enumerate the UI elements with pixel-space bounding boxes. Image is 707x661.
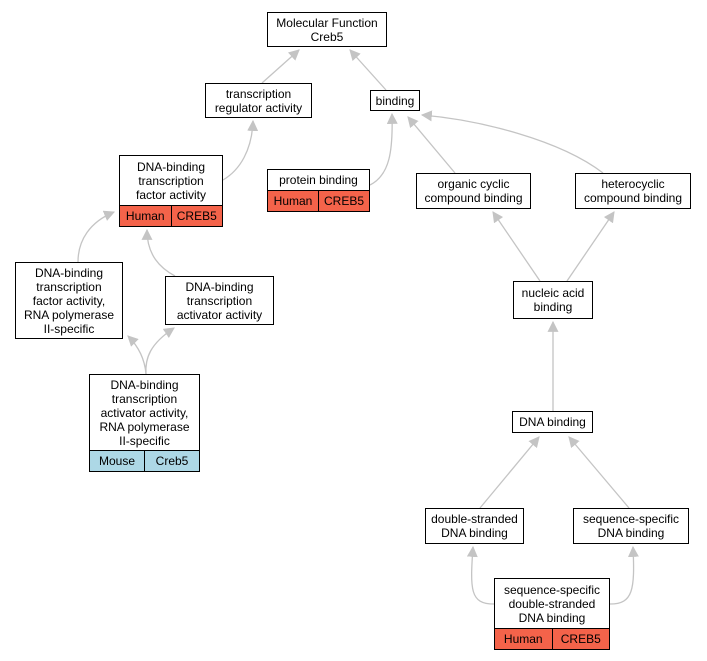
node-dna-binding-transcription-factor-activity[interactable]: DNA-binding transcription factor activit…: [119, 155, 223, 227]
node-label: DNA-binding transcription activator acti…: [99, 377, 190, 448]
gene-cell: Creb5: [144, 451, 199, 471]
node-double-stranded-dna-binding[interactable]: double-stranded DNA binding: [425, 508, 524, 544]
node-dna-binding-transcription-factor-activity-rnap2[interactable]: DNA-binding transcription factor activit…: [15, 262, 123, 339]
node-label: heterocyclic compound binding: [583, 177, 683, 205]
species-cell: Mouse: [90, 451, 144, 471]
edge-hcb-to-binding: [420, 110, 604, 174]
node-label: DNA binding: [519, 415, 586, 429]
node-label: sequence-specific DNA binding: [582, 512, 680, 540]
node-label: DNA-binding transcription activator acti…: [176, 279, 263, 322]
node-organic-cyclic-compound-binding[interactable]: organic cyclic compound binding: [416, 173, 531, 209]
annotation-row: Mouse Creb5: [90, 450, 199, 471]
edge-dbtf2-to-dbtfa: [77, 210, 116, 263]
node-sequence-specific-double-stranded-dna-binding[interactable]: sequence-specific double-stranded DNA bi…: [494, 578, 610, 650]
node-label: DNA-binding transcription factor activit…: [23, 265, 115, 336]
annotation-row: Human CREB5: [495, 628, 609, 649]
node-transcription-regulator-activity[interactable]: transcription regulator activity: [205, 83, 312, 118]
gene-cell: CREB5: [551, 629, 609, 649]
edge-dbtaa-to-dbtfa: [141, 228, 176, 277]
species-cell: Human: [495, 629, 552, 649]
node-protein-binding[interactable]: protein binding Human CREB5: [267, 169, 370, 212]
node-label: nucleic acid binding: [521, 286, 585, 314]
edge-dbtfa-to-tra: [222, 119, 259, 181]
node-label: DNA-binding transcription factor activit…: [135, 159, 207, 202]
node-label: sequence-specific double-stranded DNA bi…: [503, 582, 601, 625]
edge-ssdb-to-dnab: [568, 436, 630, 509]
node-label: double-stranded DNA binding: [431, 512, 518, 540]
edge-nab-to-occ: [492, 211, 541, 282]
node-dna-binding[interactable]: DNA binding: [512, 411, 593, 433]
annotation-row: Human CREB5: [268, 190, 369, 211]
node-label: transcription regulator activity: [214, 86, 303, 115]
edge-ssdsdb-to-ssdb: [609, 545, 639, 605]
edge-pb-to-binding: [369, 112, 398, 186]
node-nucleic-acid-binding[interactable]: nucleic acid binding: [513, 281, 593, 319]
species-cell: Human: [268, 191, 318, 211]
annotation-row: Human CREB5: [120, 205, 222, 226]
node-binding[interactable]: binding: [370, 90, 420, 111]
node-label: protein binding: [279, 173, 358, 187]
node-heterocyclic-compound-binding[interactable]: heterocyclic compound binding: [575, 173, 691, 209]
edge-binding-to-mf: [349, 49, 387, 91]
gene-cell: CREB5: [318, 191, 369, 211]
edge-tra-to-mf: [261, 49, 300, 84]
edge-dsdb-to-dnab: [479, 436, 540, 509]
node-label: organic cyclic compound binding: [424, 177, 523, 205]
edge-nab-to-hcb: [566, 211, 615, 282]
node-molecular-function[interactable]: Molecular Function Creb5: [267, 12, 387, 47]
node-dna-binding-transcription-activator-activity-rnap2[interactable]: DNA-binding transcription activator acti…: [89, 374, 200, 472]
gene-cell: CREB5: [170, 206, 222, 226]
node-label: Molecular Function Creb5: [276, 15, 378, 44]
edge-dbtaa2-to-dbtaa: [145, 327, 175, 375]
node-label: binding: [375, 93, 415, 108]
edge-ssdsdb-to-dsdb: [466, 545, 495, 605]
node-sequence-specific-dna-binding[interactable]: sequence-specific DNA binding: [573, 508, 689, 544]
node-dna-binding-transcription-activator-activity[interactable]: DNA-binding transcription activator acti…: [165, 276, 274, 325]
species-cell: Human: [120, 206, 171, 226]
edge-dbtaa2-to-dbtf2: [127, 335, 147, 375]
edge-occ-to-binding: [407, 116, 456, 174]
